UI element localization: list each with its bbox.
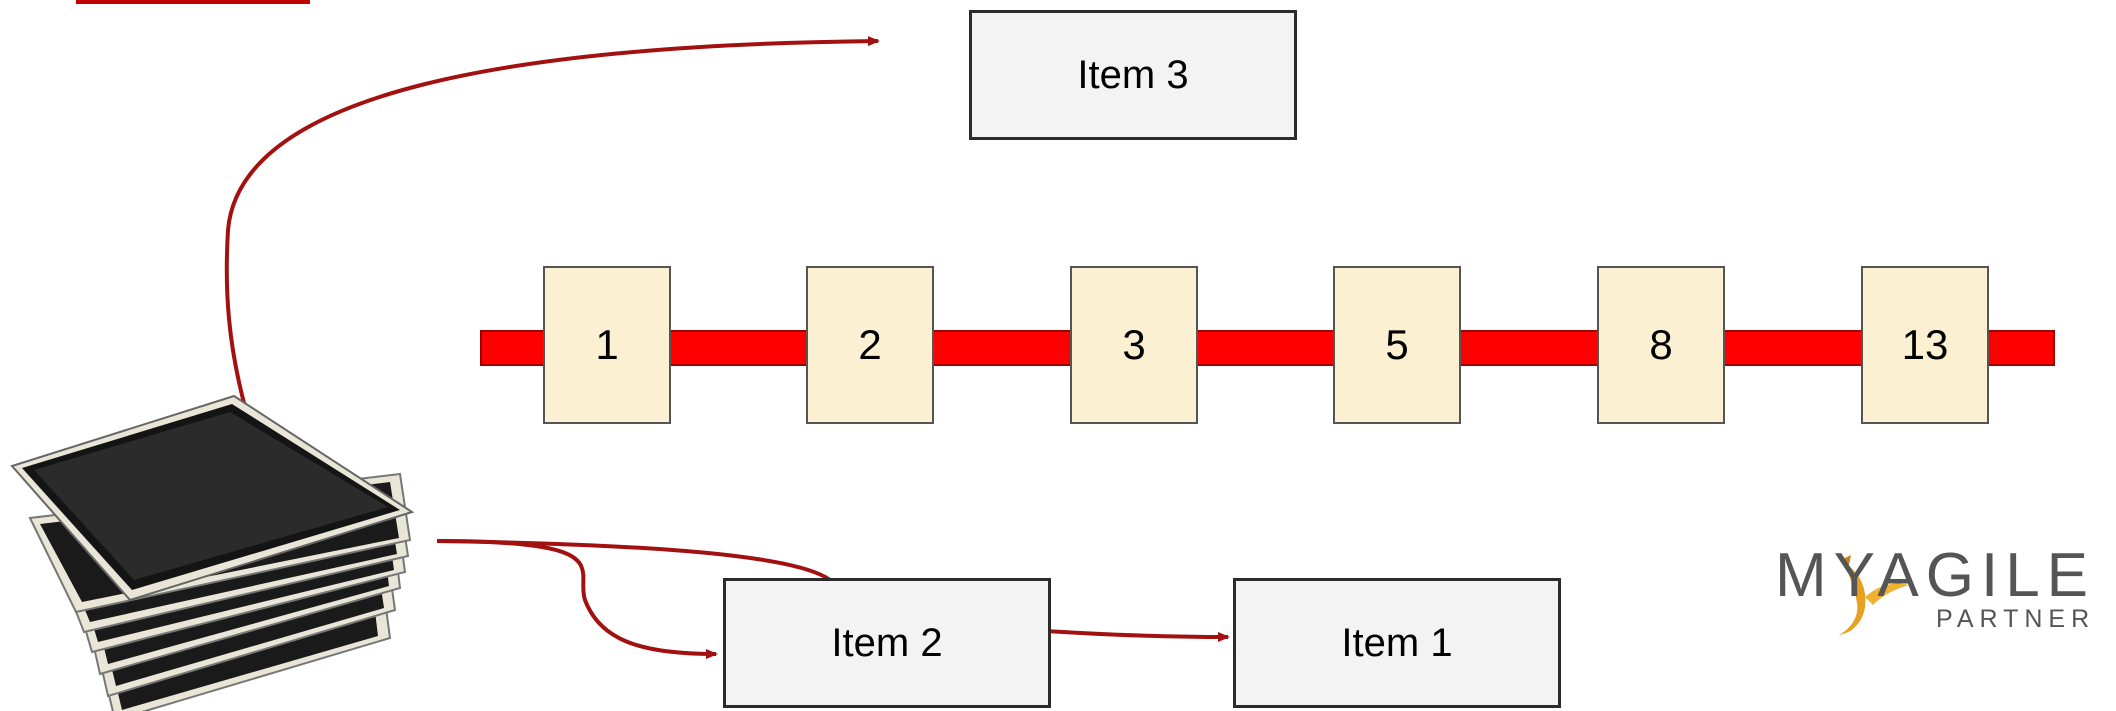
scale-value: 5 bbox=[1385, 321, 1409, 368]
scale-value: 3 bbox=[1122, 321, 1146, 368]
scale-value: 2 bbox=[858, 321, 882, 368]
scale-card-2: 2 bbox=[806, 266, 934, 424]
item-2-label: Item 2 bbox=[831, 620, 943, 665]
top-link-underline bbox=[76, 0, 310, 4]
item-2-box: Item 2 bbox=[723, 578, 1051, 708]
item-1-label: Item 1 bbox=[1341, 620, 1453, 665]
logo-wordmark: MYAGILE bbox=[1775, 541, 2096, 610]
scale-value: 1 bbox=[595, 321, 619, 368]
arrow-to-item-3 bbox=[224, 36, 880, 441]
scale-value: 13 bbox=[1901, 321, 1949, 368]
logo-subtitle: PARTNER bbox=[1936, 605, 2096, 633]
swan-logo-icon bbox=[1839, 555, 1909, 635]
scale-card-1: 1 bbox=[543, 266, 671, 424]
scale-card-5: 5 bbox=[1333, 266, 1461, 424]
scale-card-3: 3 bbox=[1070, 266, 1198, 424]
scale-value: 8 bbox=[1649, 321, 1673, 368]
item-3-label: Item 3 bbox=[1077, 52, 1189, 97]
scale-card-13: 13 bbox=[1861, 266, 1989, 424]
arrow-to-item-2 bbox=[436, 539, 718, 659]
item-3-box: Item 3 bbox=[969, 10, 1297, 140]
myagile-partner-logo: MYAGILE PARTNER bbox=[1775, 545, 2116, 645]
scale-card-8: 8 bbox=[1597, 266, 1725, 424]
item-1-box: Item 1 bbox=[1233, 578, 1561, 708]
estimation-scale-bar bbox=[480, 330, 2055, 366]
